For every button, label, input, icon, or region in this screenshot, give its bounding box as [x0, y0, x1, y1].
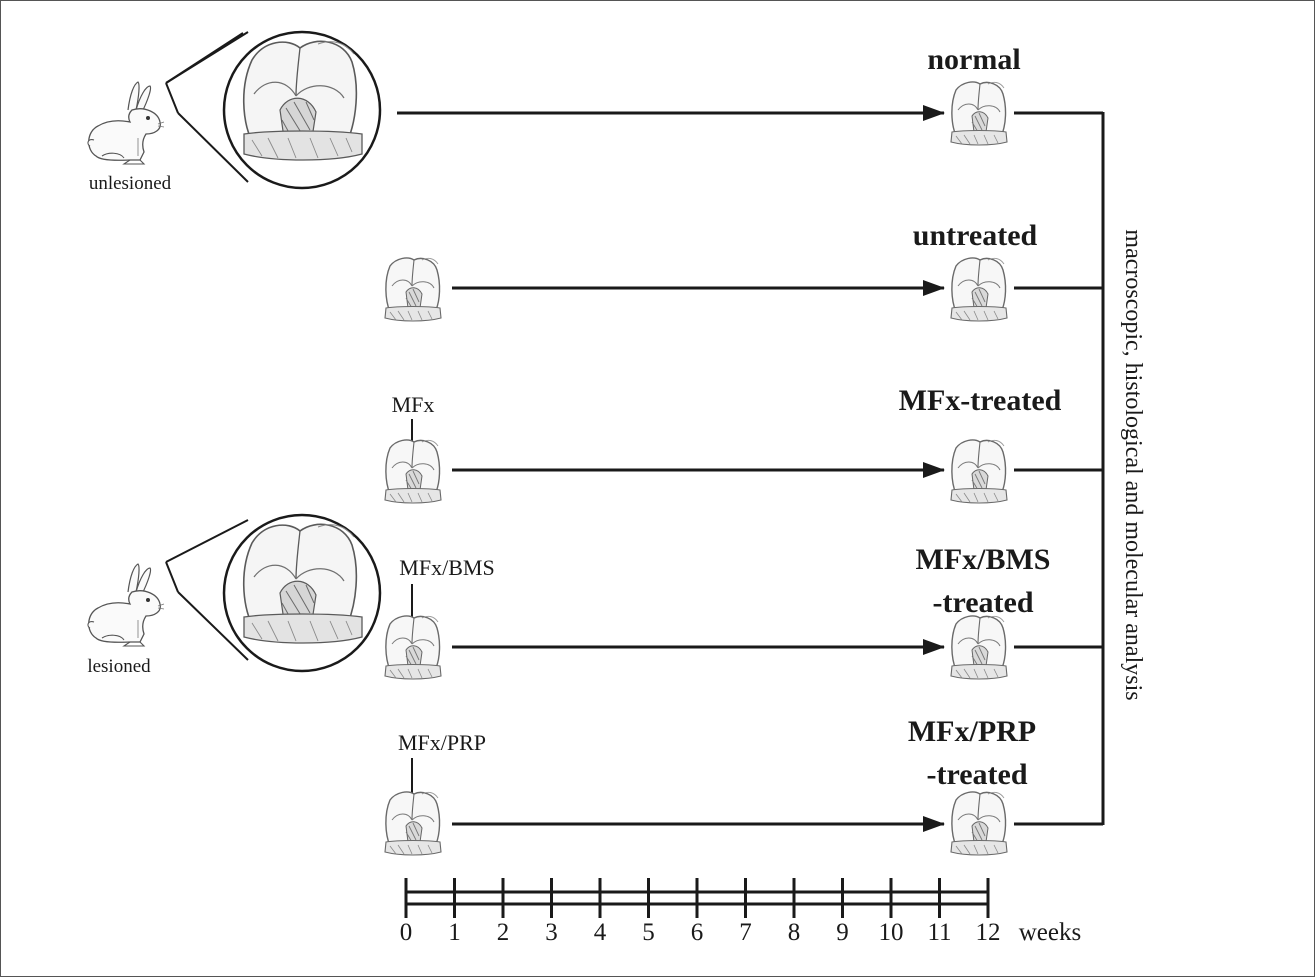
intervention-label-mfx-prp: MFx/PRP	[398, 730, 486, 755]
intervention-label-mfx-bms: MFx/BMS	[399, 555, 494, 580]
timeline-tick-label-5: 5	[642, 919, 655, 946]
timeline-tick-label-11: 11	[927, 919, 951, 946]
timeline-tick-label-4: 4	[594, 919, 607, 946]
magnified-knee-icon-lesioned	[222, 513, 382, 673]
knee-joint-icon-untreated-end	[950, 257, 1008, 322]
unlesioned-label: unlesioned	[89, 173, 172, 194]
magnifier-line-top-lesioned	[165, 519, 249, 563]
lesioned-label: lesioned	[87, 656, 151, 677]
group-title-mfx-bms-line2: -treated	[932, 586, 1033, 619]
timeline-tick-label-12: 12	[976, 919, 1001, 946]
timeline-tick-label-3: 3	[545, 919, 558, 946]
timeline-tick-label-6: 6	[691, 919, 704, 946]
knee-joint-icon-mfx-bms-start	[384, 615, 442, 680]
group-title-normal: normal	[927, 43, 1020, 76]
knee-joint-icon-untreated-start	[384, 257, 442, 322]
group-title-mfx-prp-line1: MFx/PRP	[908, 715, 1036, 748]
group-title-mfx-bms-line1: MFx/BMS	[916, 543, 1051, 576]
timeline-tick-label-9: 9	[836, 919, 849, 946]
timeline-tick-label-8: 8	[788, 919, 801, 946]
knee-joint-icon-mfx-prp-end	[950, 791, 1008, 856]
timeline-tick-label-10: 10	[879, 919, 904, 946]
group-title-mfx-prp-line2: -treated	[926, 758, 1027, 791]
timeline-tick-label-0: 0	[400, 919, 413, 946]
magnified-knee-icon-unlesioned	[222, 30, 382, 190]
analysis-label: macroscopic, histological and molecular …	[1120, 229, 1146, 700]
group-title-untreated: untreated	[913, 219, 1038, 252]
rabbit-icon-unlesioned	[87, 81, 165, 165]
timeline-tick-label-1: 1	[448, 919, 461, 946]
knee-joint-icon-mfx-prp-start	[384, 791, 442, 856]
knee-joint-icon-normal-end	[950, 81, 1008, 146]
magnifier-line-bottom	[177, 112, 249, 183]
rabbit-icon-lesioned	[87, 563, 165, 647]
knee-joint-icon-mfx-end	[950, 439, 1008, 504]
group-title-mfx: MFx-treated	[899, 384, 1062, 417]
intervention-label-mfx: MFx	[392, 392, 435, 417]
knee-joint-icon-mfx-bms-end	[950, 615, 1008, 680]
timeline-tick-label-2: 2	[497, 919, 510, 946]
timeline-unit-label: weeks	[1019, 919, 1081, 946]
knee-joint-icon-mfx-start	[384, 439, 442, 504]
timeline-tick-label-7: 7	[739, 919, 752, 946]
magnifier-line-top	[165, 31, 249, 84]
magnifier-line-bottom-lesioned	[177, 591, 249, 661]
